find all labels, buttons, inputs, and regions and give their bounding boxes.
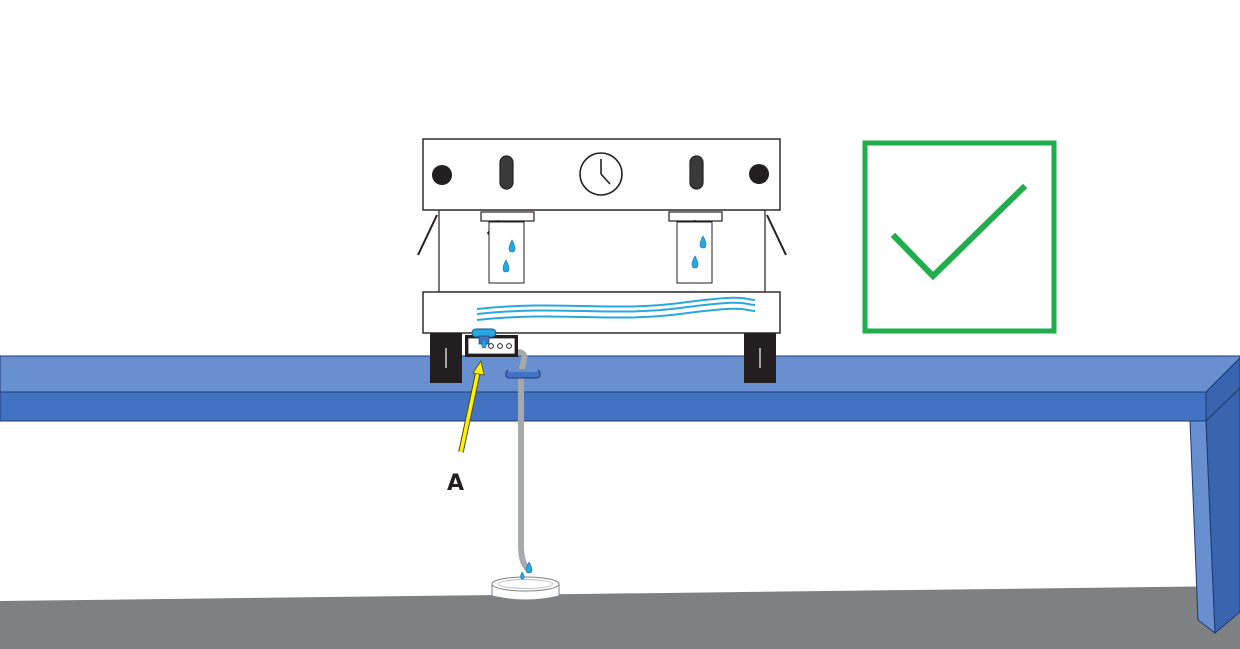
counter — [0, 355, 1240, 635]
machine-brew-area — [438, 209, 766, 293]
water-drop-icon — [520, 571, 525, 580]
drain-hose — [514, 349, 530, 571]
checkmark-icon — [862, 140, 1057, 334]
drain-valve — [471, 328, 497, 349]
steam-wand-right — [766, 214, 787, 256]
knob-left-icon — [432, 165, 452, 185]
water-wave — [476, 301, 756, 315]
counter-front-edge — [0, 391, 1207, 422]
counter-side-edge — [1205, 357, 1240, 423]
callout-arrow — [458, 359, 485, 453]
water-wave — [476, 296, 756, 310]
steam-wand-left — [417, 214, 438, 256]
water-drop-icon — [691, 255, 699, 269]
group-head-right — [668, 211, 723, 284]
espresso-machine — [417, 138, 787, 383]
group-head-left — [480, 211, 535, 284]
drain-valve-box — [465, 335, 518, 357]
counter-leg-side — [1205, 387, 1240, 635]
indicator-right — [689, 155, 704, 190]
floor — [0, 586, 1240, 649]
water-drop-icon — [481, 337, 487, 349]
water-drop-icon — [525, 561, 533, 574]
drain-bucket — [491, 576, 560, 601]
water-drop-icon — [699, 235, 707, 249]
counter-top-surface — [0, 355, 1240, 393]
drain-cap — [505, 369, 541, 379]
water-drop-icon — [502, 259, 510, 273]
indicator-left — [499, 155, 514, 190]
clock-icon — [579, 152, 623, 196]
knob-right-icon — [749, 164, 769, 184]
callout-label: A — [447, 471, 464, 496]
water-wave — [476, 307, 756, 321]
water-drop-icon — [508, 239, 516, 253]
